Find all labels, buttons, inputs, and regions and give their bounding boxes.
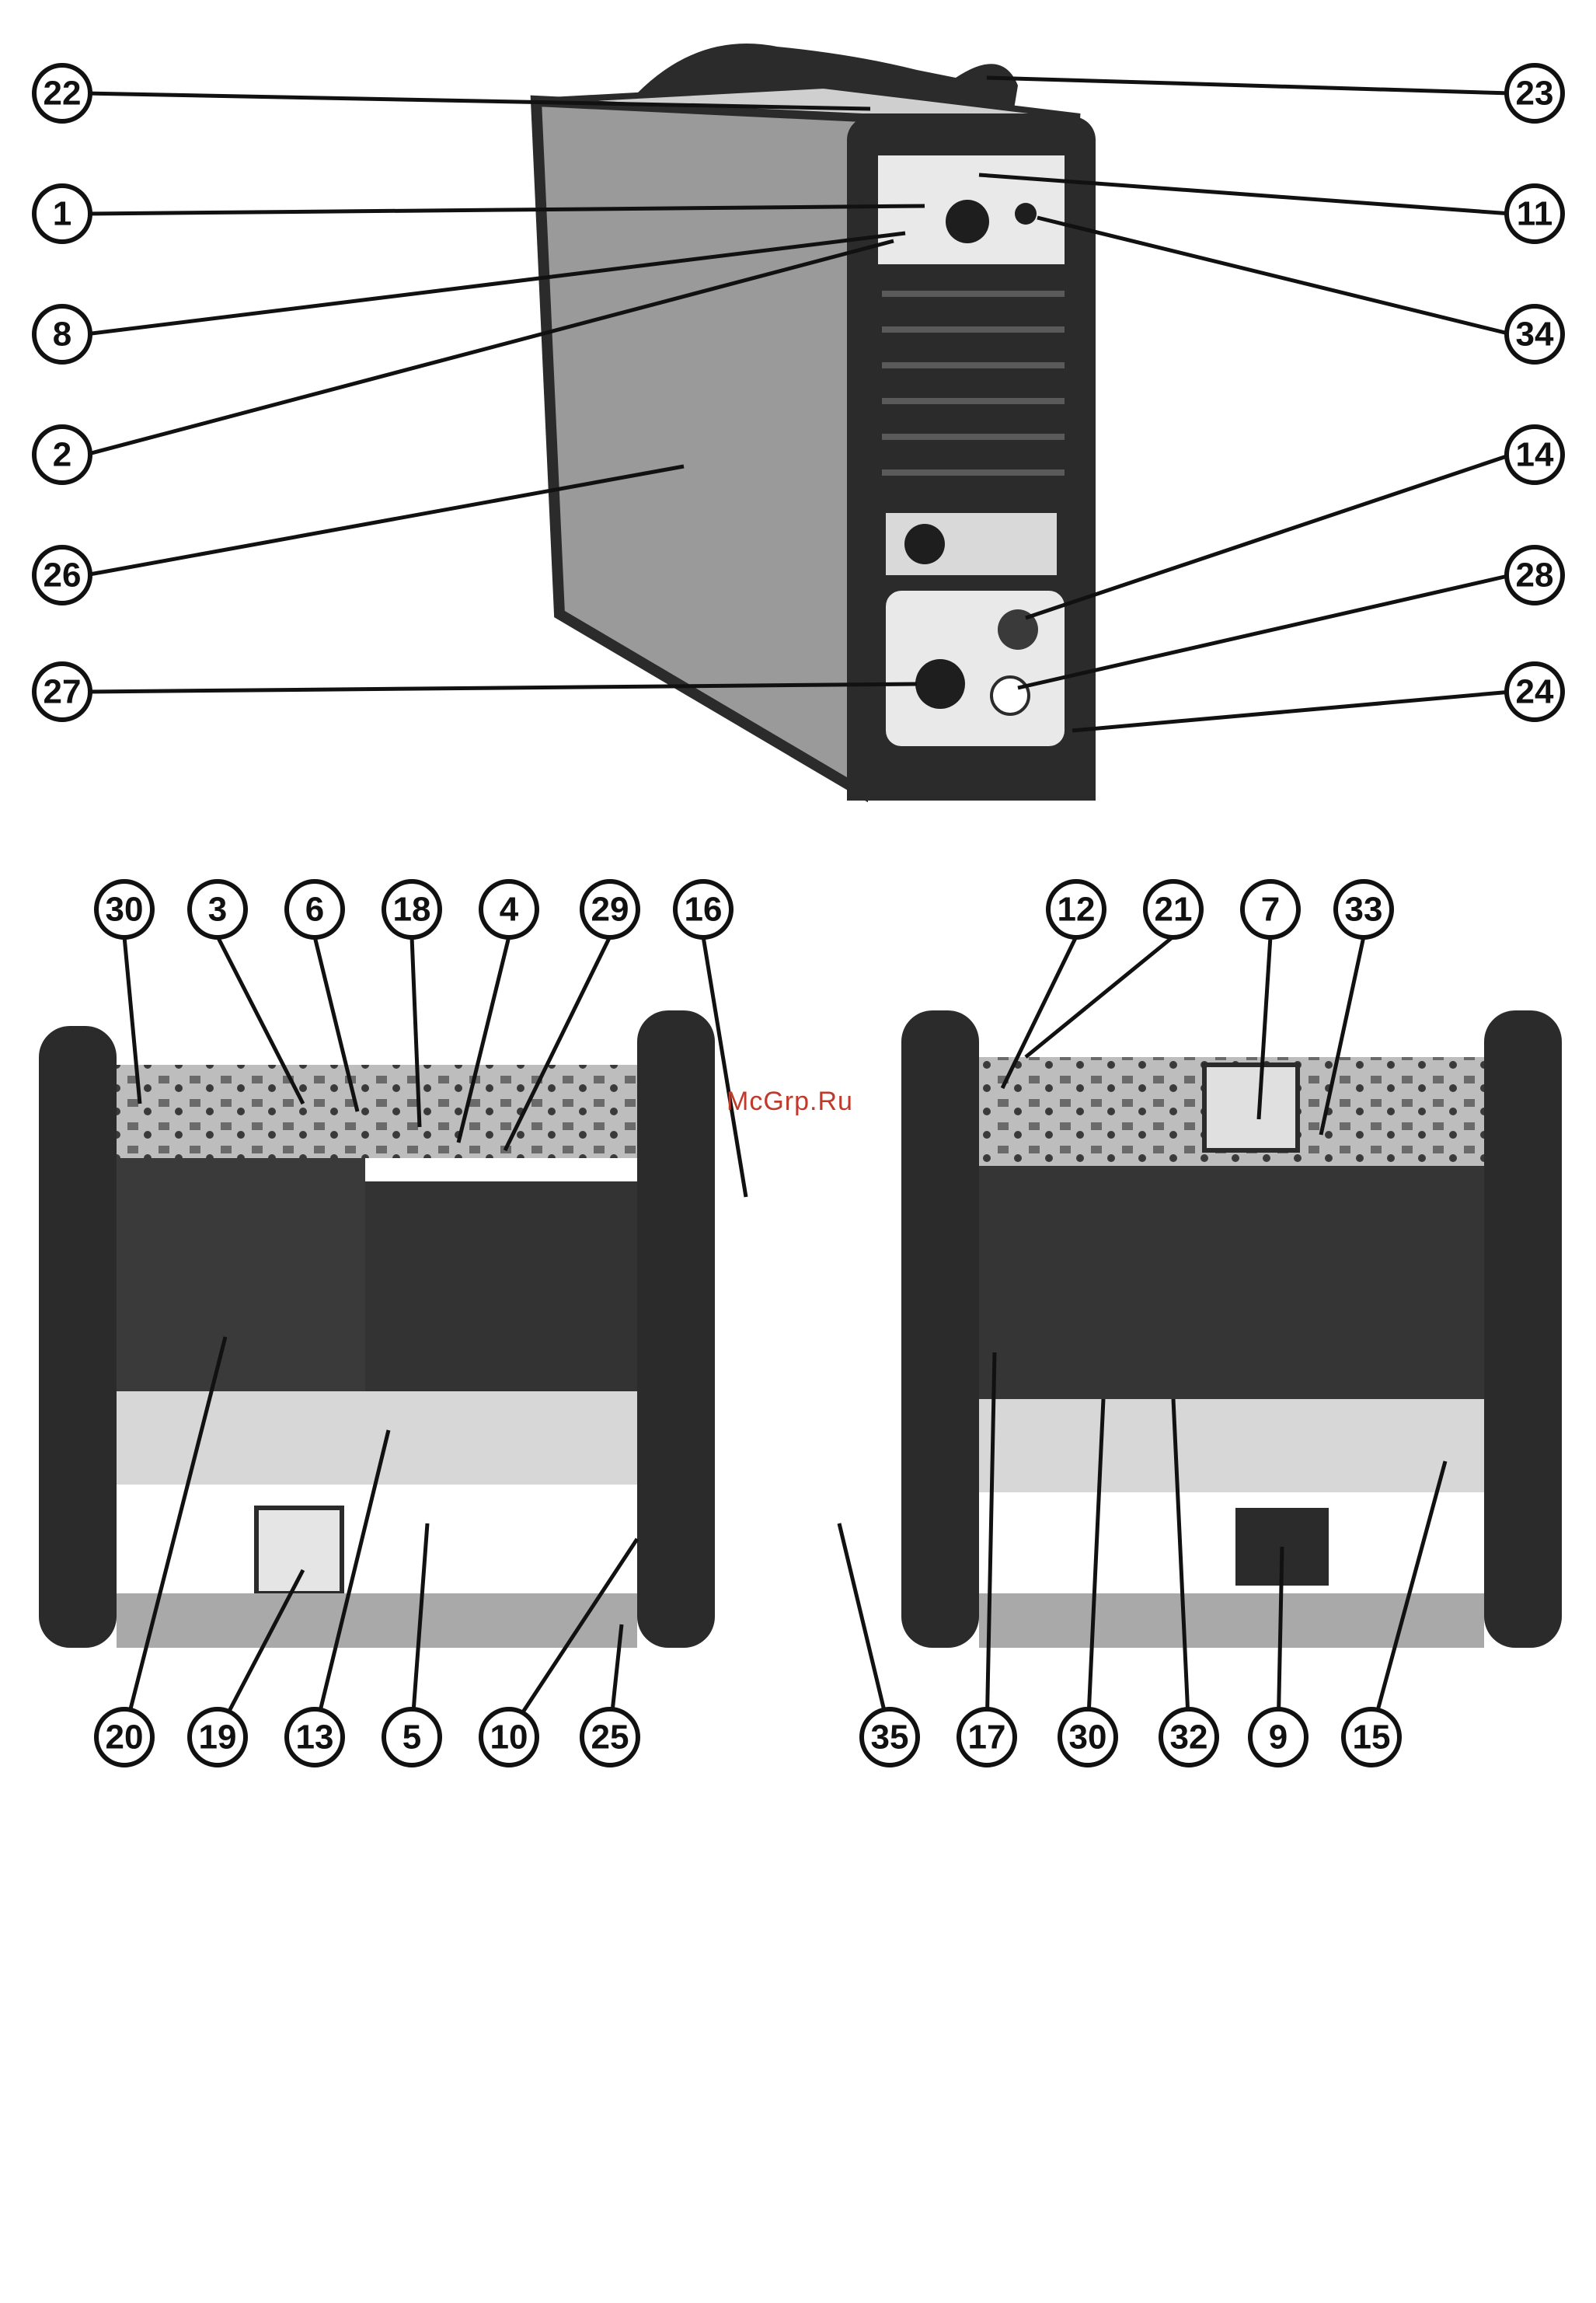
svg-text:30: 30 xyxy=(106,891,144,929)
svg-text:25: 25 xyxy=(591,1719,629,1757)
svg-text:30: 30 xyxy=(1069,1719,1107,1757)
svg-text:18: 18 xyxy=(393,891,431,929)
callout-14: 14 xyxy=(1507,427,1563,483)
svg-text:16: 16 xyxy=(685,891,723,929)
callout-9: 9 xyxy=(1250,1709,1306,1765)
svg-text:4: 4 xyxy=(500,891,519,929)
welder-open-left xyxy=(39,1010,715,1648)
watermark-text: McGrp.Ru xyxy=(727,1087,853,1117)
frame-left-post-b xyxy=(901,1010,979,1648)
svg-text:14: 14 xyxy=(1516,436,1554,474)
callout-6: 6 xyxy=(287,881,343,937)
callout-26: 26 xyxy=(34,547,90,603)
callout-34: 34 xyxy=(1507,306,1563,362)
led-indicator xyxy=(1015,203,1037,225)
upper-board xyxy=(117,1065,637,1158)
callout-27: 27 xyxy=(34,664,90,720)
svg-text:1: 1 xyxy=(53,195,71,233)
output-socket-upper xyxy=(904,524,945,564)
callout-20: 20 xyxy=(96,1709,152,1765)
welder-open-right xyxy=(901,1010,1562,1648)
callout-28: 28 xyxy=(1507,547,1563,603)
front-grill xyxy=(882,288,1065,490)
capacitor xyxy=(1204,1065,1298,1150)
svg-text:12: 12 xyxy=(1058,891,1096,929)
svg-text:19: 19 xyxy=(199,1719,237,1757)
front-foot xyxy=(847,746,1096,801)
current-knob xyxy=(946,200,989,243)
callout-3: 3 xyxy=(190,881,246,937)
svg-text:11: 11 xyxy=(1517,195,1553,233)
heatsink-left xyxy=(117,1158,365,1391)
svg-text:24: 24 xyxy=(1516,673,1554,711)
svg-text:27: 27 xyxy=(44,673,82,711)
callout-15: 15 xyxy=(1343,1709,1399,1765)
callout-19: 19 xyxy=(190,1709,246,1765)
svg-text:10: 10 xyxy=(490,1719,528,1757)
svg-text:3: 3 xyxy=(208,891,227,929)
callout-32: 32 xyxy=(1161,1709,1217,1765)
callout-21: 21 xyxy=(1145,881,1201,937)
callout-30-right: 30 xyxy=(1060,1709,1116,1765)
svg-text:5: 5 xyxy=(402,1719,421,1757)
svg-text:8: 8 xyxy=(53,316,71,354)
callout-29: 29 xyxy=(582,881,638,937)
callout-8: 8 xyxy=(34,306,90,362)
svg-text:20: 20 xyxy=(106,1719,144,1757)
frame-right-post-b xyxy=(1484,1010,1562,1648)
callout-4: 4 xyxy=(481,881,537,937)
callout-11: 11 xyxy=(1507,186,1563,242)
callout-12: 12 xyxy=(1048,881,1104,937)
callout-7: 7 xyxy=(1242,881,1298,937)
callout-25: 25 xyxy=(582,1709,638,1765)
svg-text:29: 29 xyxy=(591,891,629,929)
callout-24: 24 xyxy=(1507,664,1563,720)
svg-text:9: 9 xyxy=(1269,1719,1288,1757)
svg-text:35: 35 xyxy=(871,1719,909,1757)
callout-1: 1 xyxy=(34,186,90,242)
callout-23: 23 xyxy=(1507,65,1563,121)
heatsink-b xyxy=(979,1166,1484,1399)
svg-text:2: 2 xyxy=(53,436,71,474)
svg-text:21: 21 xyxy=(1155,891,1193,929)
side-panel xyxy=(536,101,862,793)
svg-text:33: 33 xyxy=(1345,891,1383,929)
svg-text:32: 32 xyxy=(1170,1719,1208,1757)
svg-text:13: 13 xyxy=(296,1719,334,1757)
svg-text:26: 26 xyxy=(44,557,82,595)
svg-text:28: 28 xyxy=(1516,557,1554,595)
base-tray xyxy=(117,1593,637,1648)
svg-text:15: 15 xyxy=(1353,1719,1391,1757)
callout-33: 33 xyxy=(1336,881,1392,937)
callout-22: 22 xyxy=(34,65,90,121)
svg-text:22: 22 xyxy=(44,75,82,113)
callout-13: 13 xyxy=(287,1709,343,1765)
heatsink-right xyxy=(365,1181,637,1391)
callout-17: 17 xyxy=(959,1709,1015,1765)
remote-connector xyxy=(991,677,1029,714)
svg-text:17: 17 xyxy=(968,1719,1006,1757)
callout-35: 35 xyxy=(862,1709,918,1765)
frame-right-post xyxy=(637,1010,715,1648)
main-board-b xyxy=(979,1399,1484,1492)
svg-text:34: 34 xyxy=(1516,316,1554,354)
callout-10: 10 xyxy=(481,1709,537,1765)
svg-text:6: 6 xyxy=(305,891,324,929)
output-socket-lower xyxy=(915,659,965,709)
frame-left-post xyxy=(39,1026,117,1648)
svg-text:23: 23 xyxy=(1516,75,1554,113)
callout-2: 2 xyxy=(34,427,90,483)
svg-text:7: 7 xyxy=(1261,891,1280,929)
callout-16: 16 xyxy=(675,881,731,937)
callout-18: 18 xyxy=(384,881,440,937)
callout-5: 5 xyxy=(384,1709,440,1765)
callout-30-left: 30 xyxy=(96,881,152,937)
